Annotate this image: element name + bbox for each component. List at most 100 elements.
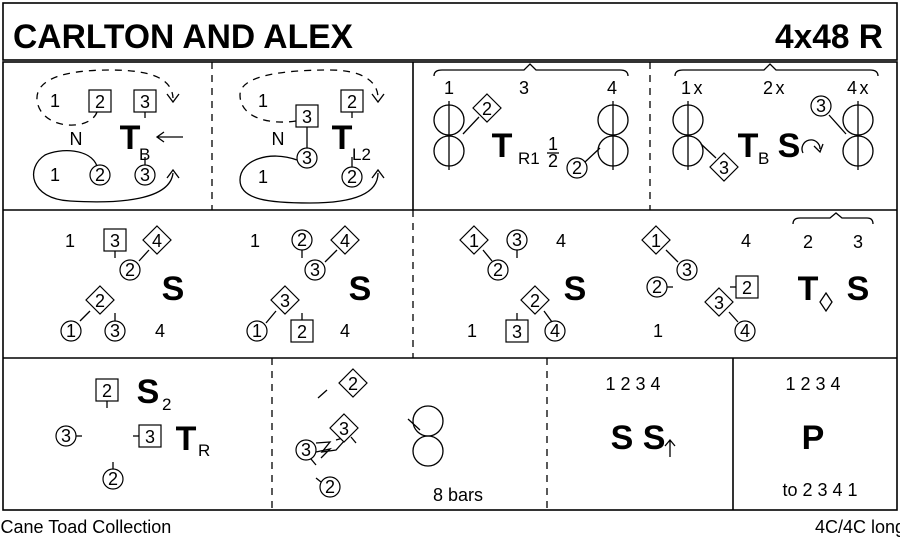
dancer-label: 2 — [347, 92, 357, 112]
position-numbers: 1 2 3 4 — [605, 374, 660, 394]
dancer-circle — [566, 157, 588, 179]
dancer-path-dashed — [239, 69, 379, 123]
position-suffix: x — [694, 78, 703, 98]
bars-label: 8 bars — [433, 485, 483, 505]
facing-tick — [265, 310, 277, 324]
facing-tick — [310, 458, 317, 466]
figure-eight-loop — [412, 435, 444, 467]
dancer-path-dashed — [36, 69, 174, 126]
dancer-label: 2 — [95, 165, 105, 185]
dancer-diamond — [709, 152, 739, 182]
figure-eight-loop — [412, 405, 444, 437]
dancer-label: 2 — [95, 291, 105, 311]
dancer-circle — [319, 476, 341, 498]
position-number: 4 — [741, 231, 751, 251]
figure-symbol: S — [162, 270, 185, 308]
arrow-up-icon — [664, 438, 676, 457]
dancer-circle — [810, 95, 832, 117]
facing-tick — [584, 147, 601, 163]
dance-title: CARLTON AND ALEX — [13, 18, 353, 56]
position-number: 2 — [803, 232, 813, 252]
dancer-label: 2 — [742, 278, 752, 298]
position-number: 1 — [250, 231, 260, 251]
dancer-circle — [296, 147, 318, 169]
figure-subscript: B — [139, 145, 150, 164]
diamond-icon — [819, 291, 833, 313]
dancer-diamond — [329, 413, 359, 443]
dancer-label: 2 — [95, 92, 105, 112]
dance-formation: 4x48 R — [775, 18, 883, 56]
facing-tick — [407, 418, 421, 431]
dancer-circle — [544, 320, 566, 342]
dancer-circle — [295, 439, 317, 461]
dancer-diamond — [704, 287, 734, 317]
dancer-circle — [734, 320, 756, 342]
position-number: 1 — [258, 167, 268, 187]
figure-symbol: S — [564, 270, 587, 308]
dancer-label: 3 — [339, 419, 349, 439]
dancer-diamond — [520, 285, 550, 315]
set-type: 4C/4C longwise set. — [815, 517, 900, 537]
position-number: 1 — [467, 321, 477, 341]
dancer-label: 1 — [469, 231, 479, 251]
position-number: 1 — [653, 321, 663, 341]
dancer-label: 4 — [740, 321, 750, 341]
figure-symbol: T — [176, 420, 197, 458]
figure-subscript: L2 — [352, 145, 371, 164]
turn-arrow-icon — [801, 139, 821, 154]
dancer-circle — [246, 320, 268, 342]
figure-symbol: T — [738, 127, 759, 165]
dancer-label: 2 — [348, 374, 358, 394]
facing-tick — [350, 436, 357, 444]
dancer-label: 2 — [125, 260, 135, 280]
dancer-label: 3 — [110, 231, 120, 251]
figure-symbol: S — [847, 270, 870, 308]
dancer-label: 3 — [714, 293, 724, 313]
dancer-label: 3 — [719, 158, 729, 178]
dancer-label: 2 — [297, 230, 307, 250]
facing-tick — [315, 477, 322, 483]
dancer-diamond — [472, 93, 502, 123]
position-number: 4 — [607, 78, 617, 98]
dancer-circle — [60, 320, 82, 342]
grid-frame — [2, 61, 898, 511]
dancer-label: 3 — [310, 260, 320, 280]
dancer-label: 2 — [482, 99, 492, 119]
dancer-label: 3 — [140, 165, 150, 185]
final-positions: to 2 3 4 1 — [782, 480, 857, 500]
arrowhead-icon — [166, 168, 180, 179]
dancer-diamond — [330, 225, 360, 255]
figure-subscript: 2 — [162, 395, 171, 414]
position-number: 3 — [519, 78, 529, 98]
dancer-label: 2 — [530, 291, 540, 311]
dancer-label: 2 — [572, 158, 582, 178]
brace-icon — [433, 63, 629, 77]
dancer-circle — [304, 259, 326, 281]
position-number: 4 — [340, 321, 350, 341]
position-number: 3 — [853, 232, 863, 252]
dancer-label: 3 — [816, 96, 826, 116]
dancer-label: 3 — [302, 107, 312, 127]
dancer-label: 2 — [297, 322, 307, 342]
dancer-circle — [487, 259, 509, 281]
dancer-diamond — [641, 225, 671, 255]
dancer-label: 2 — [102, 381, 112, 401]
dancer-label: 2 — [652, 277, 662, 297]
credit-text: Rod Downey, 1992, Cane Toad Collection — [0, 517, 171, 537]
dancer-path-solid — [32, 150, 174, 203]
title-box — [2, 2, 898, 61]
facing-tick — [462, 116, 480, 135]
dancer-label: 2 — [493, 260, 503, 280]
figure-symbol: T — [798, 270, 819, 308]
dancer-label: 3 — [61, 426, 71, 446]
position-number: 1 — [65, 231, 75, 251]
position-number: 2 — [763, 78, 773, 98]
dancer-diamond — [270, 285, 300, 315]
dancer-label: 3 — [512, 322, 522, 342]
fraction-denominator: 2 — [548, 151, 558, 171]
arrow-left-icon — [155, 131, 183, 143]
position-suffix: x — [860, 78, 869, 98]
dancer-label: 3 — [512, 230, 522, 250]
facing-tick — [543, 310, 553, 323]
